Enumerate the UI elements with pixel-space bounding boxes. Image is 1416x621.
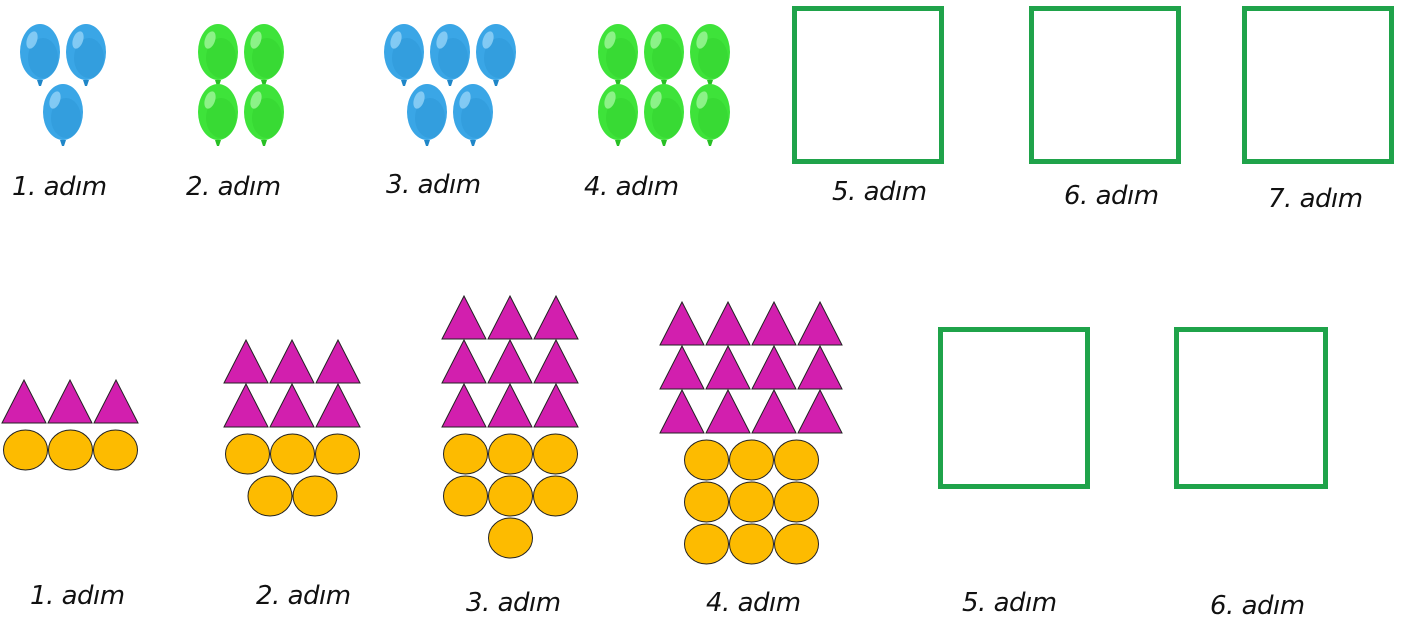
balloon-icon bbox=[244, 24, 284, 86]
triangle-shape bbox=[533, 294, 579, 340]
balloon-icon bbox=[690, 84, 730, 146]
triangle-shape bbox=[751, 388, 797, 434]
circle-shape bbox=[774, 481, 819, 523]
balloon-icon bbox=[430, 24, 470, 86]
shape-group-step-2 bbox=[223, 338, 361, 517]
circle-shape bbox=[443, 475, 488, 517]
step-label: 4. adım bbox=[706, 588, 801, 618]
balloon-icon bbox=[644, 84, 684, 146]
circle-shape bbox=[443, 433, 488, 475]
answer-box-p1-step-5[interactable] bbox=[792, 6, 944, 164]
triangle-shape bbox=[797, 388, 843, 434]
triangle-shape bbox=[797, 344, 843, 390]
circle-shape bbox=[729, 481, 774, 523]
step-label: 7. adım bbox=[1268, 184, 1363, 214]
step-label: 5. adım bbox=[832, 177, 927, 207]
triangle-shape bbox=[705, 388, 751, 434]
balloon-icon bbox=[476, 24, 516, 86]
balloon-icon bbox=[644, 24, 684, 86]
circle-shape bbox=[93, 429, 138, 471]
balloon-icon bbox=[598, 24, 638, 86]
answer-box-p2-step-5[interactable] bbox=[938, 327, 1090, 489]
step-label: 6. adım bbox=[1064, 181, 1159, 211]
circle-shape bbox=[3, 429, 48, 471]
triangle-shape bbox=[441, 294, 487, 340]
triangle-shape bbox=[797, 300, 843, 346]
balloon-icon bbox=[407, 84, 447, 146]
circle-shape bbox=[774, 439, 819, 481]
triangle-shape bbox=[659, 344, 705, 390]
triangle-shape bbox=[659, 300, 705, 346]
balloon-group-step-2 bbox=[198, 24, 284, 146]
circle-shape bbox=[684, 523, 729, 565]
circle-shape bbox=[247, 475, 293, 517]
triangle-shape bbox=[93, 378, 139, 424]
balloon-icon bbox=[453, 84, 493, 146]
balloon-icon bbox=[598, 84, 638, 146]
circle-shape bbox=[488, 475, 533, 517]
circle-shape bbox=[533, 475, 578, 517]
circle-shape bbox=[488, 517, 533, 559]
circle-shape bbox=[315, 433, 360, 475]
circle-shape bbox=[48, 429, 93, 471]
shape-group-step-3 bbox=[441, 294, 579, 559]
answer-box-p2-step-6[interactable] bbox=[1174, 327, 1328, 489]
triangle-shape bbox=[47, 378, 93, 424]
answer-box-p1-step-6[interactable] bbox=[1029, 6, 1181, 164]
triangle-shape bbox=[223, 338, 269, 384]
triangle-shape bbox=[705, 344, 751, 390]
circle-shape bbox=[533, 433, 578, 475]
triangle-shape bbox=[315, 338, 361, 384]
balloon-icon bbox=[244, 84, 284, 146]
triangle-shape bbox=[315, 382, 361, 428]
shape-group-step-1 bbox=[1, 378, 139, 471]
shape-group-step-4 bbox=[659, 300, 843, 565]
balloon-icon bbox=[66, 24, 106, 86]
balloon-icon bbox=[690, 24, 730, 86]
triangle-shape bbox=[441, 338, 487, 384]
triangle-shape bbox=[487, 338, 533, 384]
triangle-shape bbox=[223, 382, 269, 428]
balloon-icon bbox=[198, 84, 238, 146]
triangle-shape bbox=[269, 338, 315, 384]
triangle-shape bbox=[659, 388, 705, 434]
circle-shape bbox=[292, 475, 338, 517]
step-label: 2. adım bbox=[256, 581, 351, 611]
balloon-group-step-1 bbox=[20, 24, 106, 146]
triangle-shape bbox=[751, 300, 797, 346]
balloon-icon bbox=[43, 84, 83, 146]
circle-shape bbox=[729, 439, 774, 481]
step-label: 2. adım bbox=[186, 172, 281, 202]
triangle-shape bbox=[269, 382, 315, 428]
circle-shape bbox=[729, 523, 774, 565]
step-label: 6. adım bbox=[1210, 591, 1305, 621]
circle-shape bbox=[684, 481, 729, 523]
circle-shape bbox=[684, 439, 729, 481]
circle-shape bbox=[488, 433, 533, 475]
triangle-shape bbox=[441, 382, 487, 428]
balloon-group-step-4 bbox=[598, 24, 730, 146]
triangle-shape bbox=[533, 382, 579, 428]
step-label: 4. adım bbox=[584, 172, 679, 202]
circle-shape bbox=[225, 433, 270, 475]
step-label: 5. adım bbox=[962, 588, 1057, 618]
triangle-shape bbox=[751, 344, 797, 390]
circle-shape bbox=[270, 433, 315, 475]
triangle-shape bbox=[1, 378, 47, 424]
triangle-shape bbox=[487, 294, 533, 340]
triangle-shape bbox=[487, 382, 533, 428]
balloon-icon bbox=[20, 24, 60, 86]
step-label: 1. adım bbox=[30, 581, 125, 611]
step-label: 1. adım bbox=[12, 172, 107, 202]
balloon-group-step-3 bbox=[384, 24, 516, 146]
circle-shape bbox=[774, 523, 819, 565]
answer-box-p1-step-7[interactable] bbox=[1242, 6, 1394, 164]
balloon-icon bbox=[198, 24, 238, 86]
step-label: 3. adım bbox=[466, 588, 561, 618]
triangle-shape bbox=[533, 338, 579, 384]
balloon-icon bbox=[384, 24, 424, 86]
step-label: 3. adım bbox=[386, 170, 481, 200]
triangle-shape bbox=[705, 300, 751, 346]
